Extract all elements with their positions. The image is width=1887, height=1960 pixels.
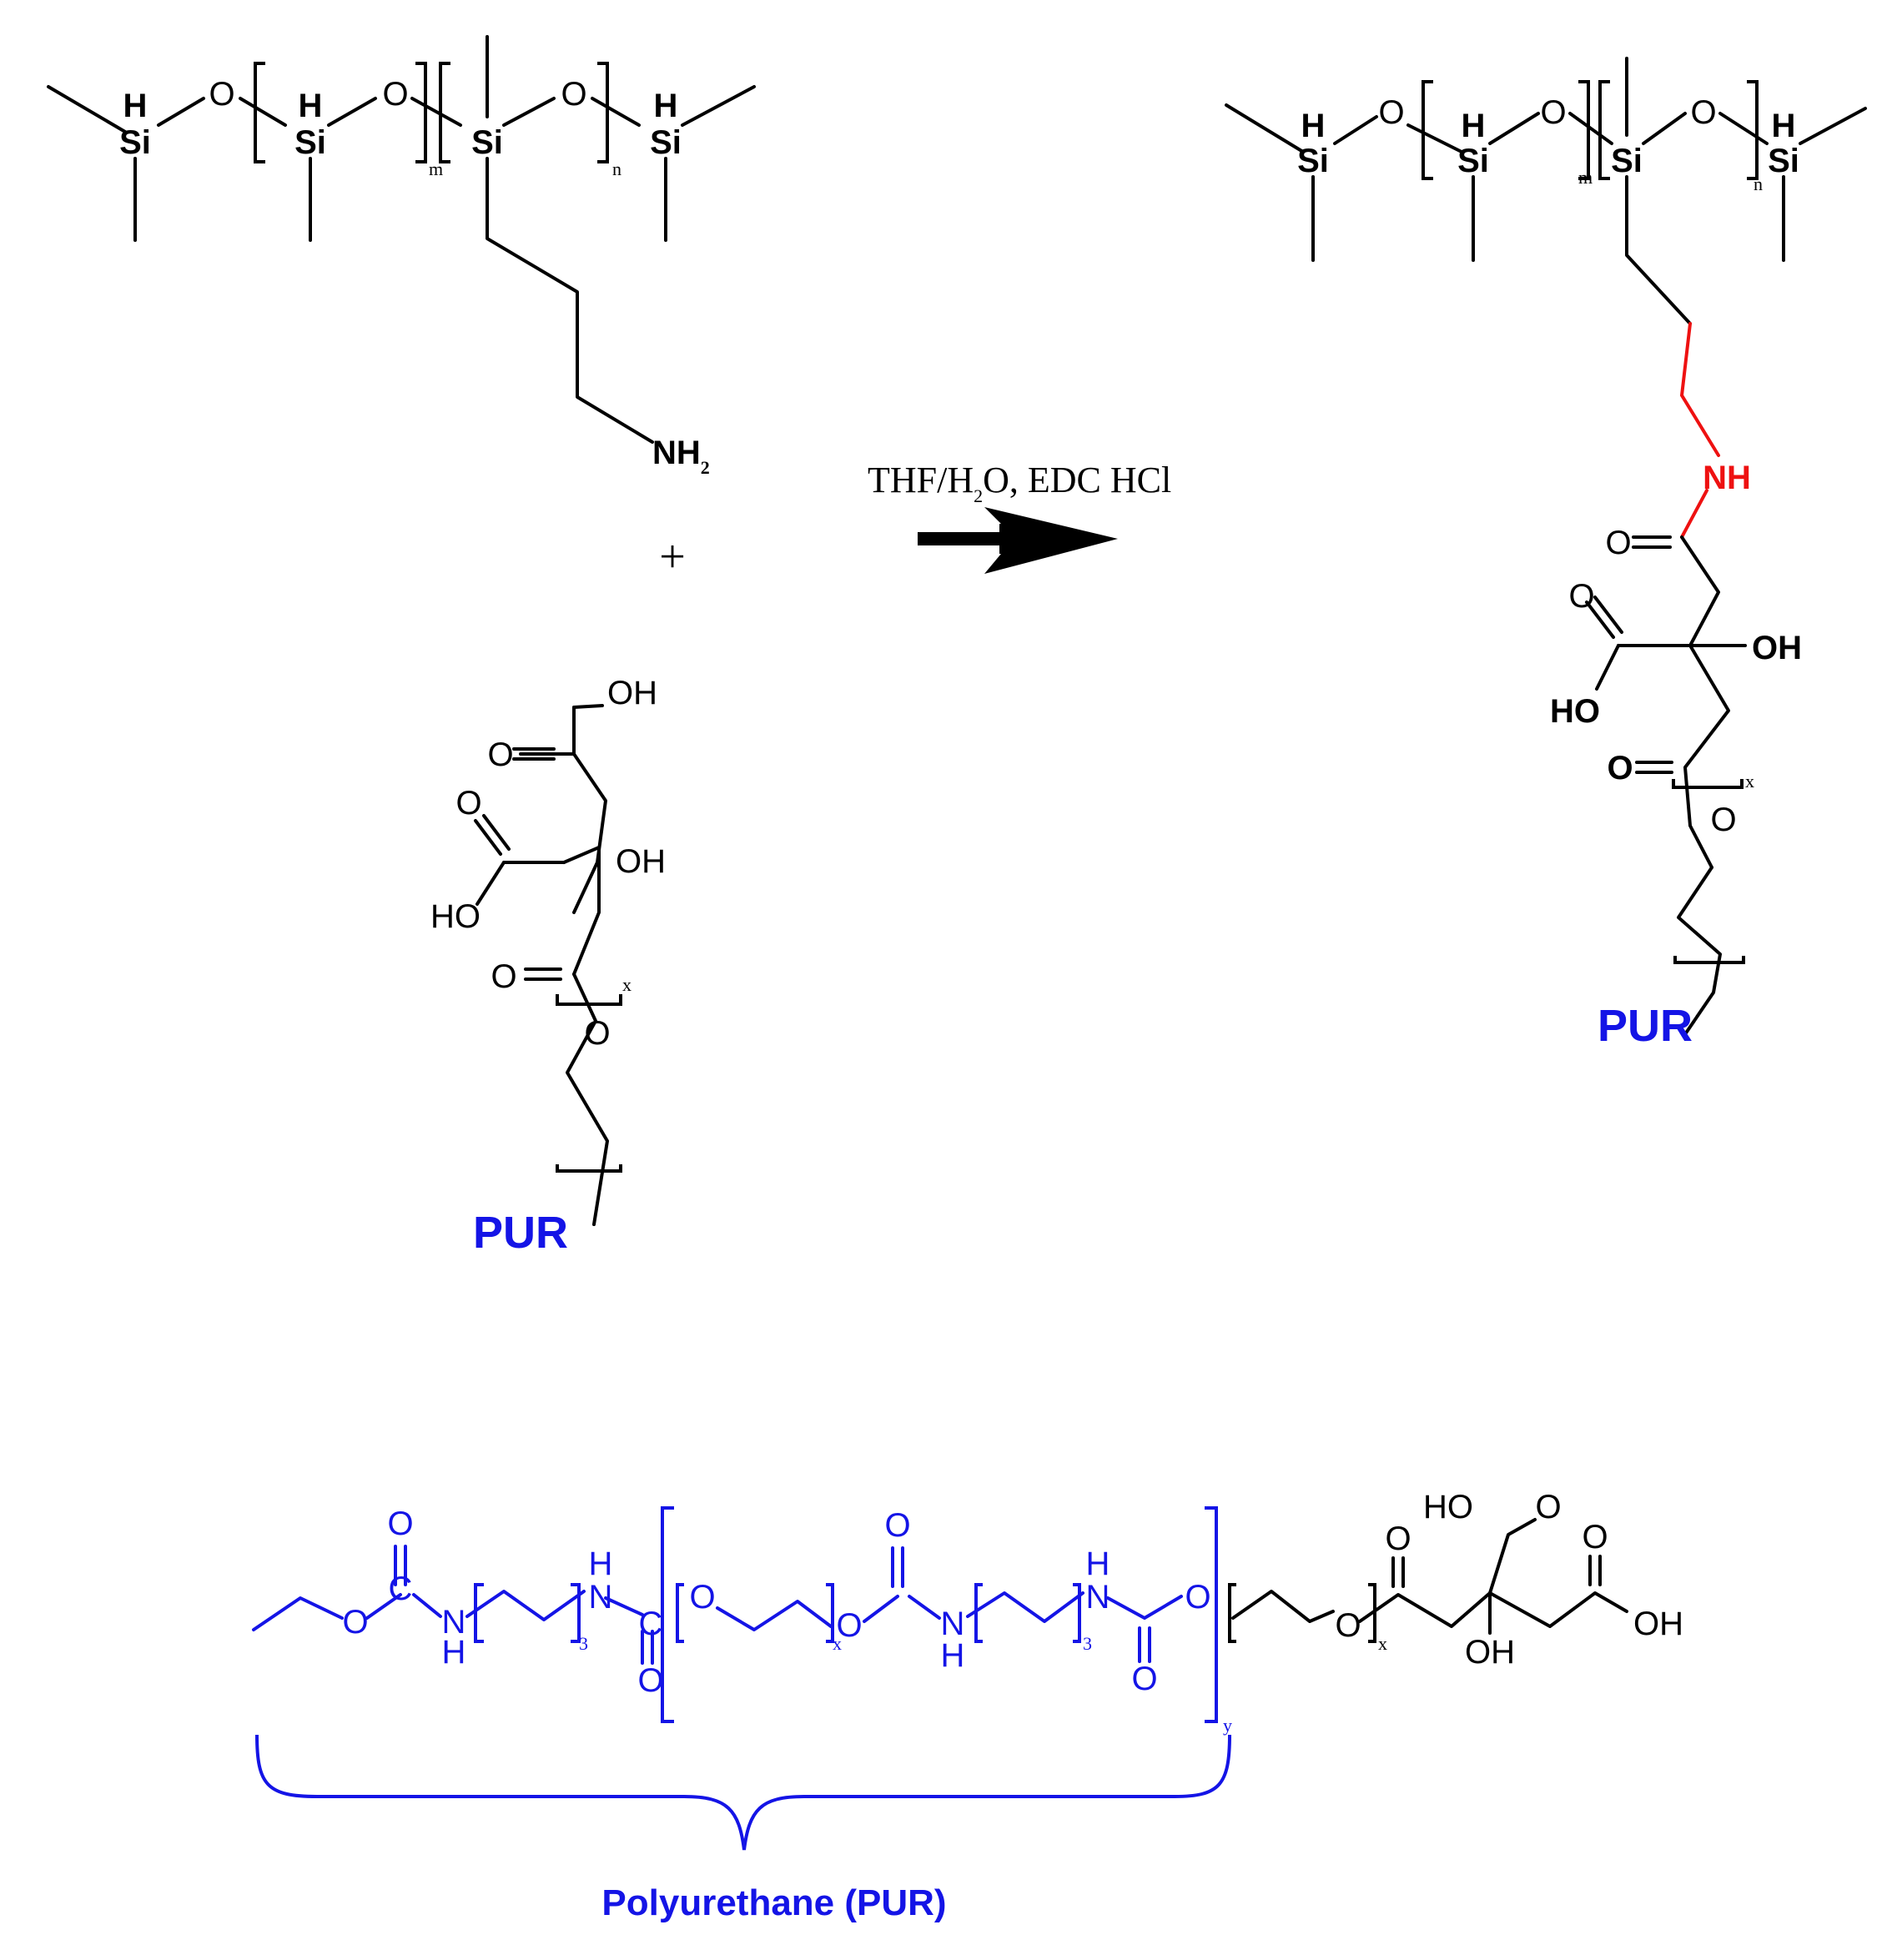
- atom-o: O: [1131, 1661, 1157, 1697]
- atom-o: O: [1568, 578, 1594, 615]
- atom-h: H: [123, 88, 148, 124]
- atom-o: O: [689, 1579, 715, 1616]
- atom-o: O: [1385, 1520, 1411, 1557]
- plus-sign: +: [659, 531, 686, 583]
- atom-h: H: [654, 88, 678, 124]
- repeat-subscript-n: n: [1754, 173, 1763, 194]
- atom-h: H: [1462, 108, 1486, 144]
- atom-si: Si: [1611, 143, 1643, 179]
- atom-o: O: [1710, 802, 1736, 838]
- reaction-conditions: THF/H2O, EDC HCl: [868, 460, 1171, 506]
- atom-n: N: [442, 1604, 466, 1641]
- atom-o: O: [209, 76, 234, 113]
- atom-o: O: [561, 76, 586, 113]
- atom-o: O: [637, 1662, 663, 1699]
- atom-oh: OH: [616, 843, 666, 880]
- atom-o: O: [1335, 1607, 1361, 1644]
- atom-o: O: [1535, 1489, 1561, 1525]
- atom-oh: OH: [1633, 1606, 1683, 1642]
- amine-group: NH2: [652, 435, 710, 478]
- atom-h: H: [299, 88, 323, 124]
- atom-o: O: [584, 1015, 610, 1052]
- polyurethane-curly-brace: [255, 1734, 1231, 1851]
- atom-o: O: [1605, 525, 1631, 561]
- atom-n: N: [941, 1606, 965, 1642]
- atom-n: N: [589, 1579, 613, 1616]
- atom-h: H: [1086, 1545, 1110, 1582]
- repeat-subscript-m: m: [429, 158, 443, 179]
- atom-o: O: [884, 1507, 910, 1544]
- atom-o: O: [491, 958, 516, 995]
- repeat-subscript-n: n: [612, 158, 621, 179]
- atom-c: C: [389, 1571, 413, 1607]
- atom-h: H: [1772, 108, 1796, 144]
- atom-o: O: [1690, 94, 1716, 131]
- atom-h: H: [941, 1637, 965, 1674]
- atom-h: H: [442, 1634, 466, 1671]
- atom-h: H: [1301, 108, 1326, 144]
- pur-group-label: PUR: [473, 1208, 568, 1258]
- atom-si: Si: [650, 124, 682, 161]
- reaction-arrow: THF/H2O, EDC HCl: [868, 460, 1171, 574]
- atom-n: N: [1086, 1579, 1110, 1616]
- atom-oh: OH: [1752, 630, 1802, 666]
- citrate-pur-reactant: OH O O OH HO O O x PUR: [430, 675, 666, 1258]
- atom-si: Si: [294, 124, 326, 161]
- atom-si: Si: [1457, 143, 1489, 179]
- polyurethane-structure: O C O N H 3 H N C O O O x O N H 3 H N O …: [252, 1489, 1683, 1923]
- atom-oh: OH: [607, 675, 657, 711]
- atom-o: O: [1607, 750, 1633, 787]
- arrow-shape: [918, 507, 1118, 574]
- atom-si: Si: [1768, 143, 1799, 179]
- polyurethane-label: Polyurethane (PUR): [601, 1882, 946, 1923]
- atom-o: O: [836, 1607, 862, 1644]
- repeat-subscript-3: 3: [579, 1633, 588, 1654]
- repeat-subscript-x: x: [1745, 771, 1754, 792]
- repeat-subscript-3: 3: [1083, 1633, 1092, 1654]
- atom-si: Si: [1297, 143, 1329, 179]
- atom-o: O: [382, 76, 408, 113]
- atom-h: H: [589, 1545, 613, 1582]
- atom-o: O: [487, 736, 513, 773]
- atom-o: O: [1185, 1579, 1210, 1616]
- atom-o: O: [1378, 94, 1404, 131]
- siloxane-pur-product: H Si O H Si O Si O H Si m n NH O O OH HO…: [1225, 57, 1867, 1051]
- atom-o: O: [455, 785, 481, 822]
- atom-c: C: [639, 1606, 663, 1642]
- atom-si: Si: [471, 124, 503, 161]
- atom-ho: HO: [1550, 693, 1600, 730]
- atom-oh: OH: [1465, 1634, 1515, 1671]
- repeat-subscript-x: x: [622, 974, 632, 995]
- atom-o: O: [1540, 94, 1566, 131]
- atom-si: Si: [119, 124, 151, 161]
- aminopropyl-siloxane-reactant: H Si O H Si O Si O H Si m n NH2: [47, 35, 756, 478]
- repeat-subscript-m: m: [1578, 167, 1593, 188]
- atom-ho: HO: [430, 898, 481, 935]
- amide-nh: NH: [1703, 460, 1751, 496]
- atom-o: O: [342, 1604, 368, 1641]
- atom-o: O: [1582, 1519, 1608, 1555]
- repeat-subscript-y: y: [1223, 1715, 1232, 1736]
- pur-group-label: PUR: [1598, 1001, 1693, 1051]
- atom-o: O: [387, 1505, 413, 1542]
- repeat-subscript-x: x: [833, 1633, 842, 1654]
- atom-ho: HO: [1423, 1489, 1473, 1525]
- repeat-subscript-x: x: [1378, 1633, 1387, 1654]
